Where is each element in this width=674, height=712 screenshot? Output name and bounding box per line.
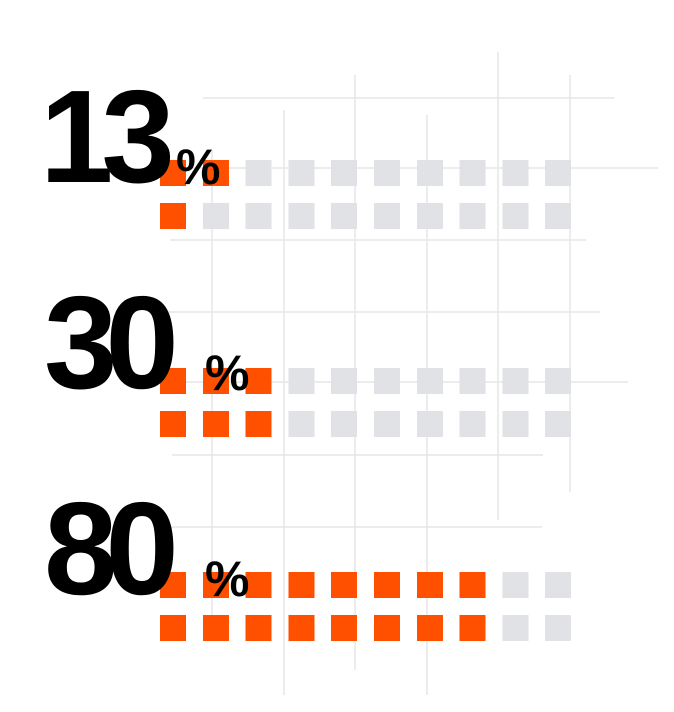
waffle-cell-80-13-filled bbox=[245, 615, 272, 641]
waffle-cell-30-17-empty bbox=[416, 411, 443, 437]
waffle-cell-30-18-empty bbox=[459, 411, 486, 437]
waffle-cell-30-7-empty bbox=[416, 368, 443, 394]
waffle-cell-80-7-filled bbox=[416, 572, 443, 598]
waffle-cell-13-10-empty bbox=[545, 160, 572, 186]
waffle-cell-80-6-filled bbox=[374, 572, 400, 598]
waffle-cell-13-6-empty bbox=[374, 160, 400, 186]
waffle-cell-13-15-empty bbox=[331, 203, 358, 229]
waffle-cell-80-4-filled bbox=[288, 572, 315, 598]
waffle-cell-13-12-empty bbox=[202, 203, 229, 229]
percentage-unit-80: % bbox=[205, 551, 249, 607]
waffle-cell-30-19-empty bbox=[502, 411, 529, 437]
waffle-cell-80-11-filled bbox=[160, 615, 186, 641]
waffle-cell-13-5-empty bbox=[331, 160, 358, 186]
waffle-cell-80-19-empty bbox=[502, 615, 529, 641]
waffle-cell-13-19-empty bbox=[502, 203, 529, 229]
waffle-cell-80-16-filled bbox=[374, 615, 400, 641]
waffle-cell-13-14-empty bbox=[288, 203, 315, 229]
waffle-cell-30-2-filled bbox=[202, 368, 229, 394]
waffle-cell-13-1-filled bbox=[160, 160, 186, 186]
waffle-cell-80-8-filled bbox=[459, 572, 486, 598]
waffle-cell-30-9-empty bbox=[502, 368, 529, 394]
waffle-cell-13-2-filled bbox=[202, 160, 229, 186]
waffle-cell-13-3-empty bbox=[245, 160, 272, 186]
waffle-cell-80-18-filled bbox=[459, 615, 486, 641]
percentage-labels: 13% 30% 80% bbox=[40, 63, 249, 622]
waffle-cell-13-9-empty bbox=[502, 160, 529, 186]
waffle-cell-80-2-filled bbox=[202, 572, 229, 598]
waffle-cell-13-8-empty bbox=[459, 160, 486, 186]
waffle-cell-30-13-filled bbox=[245, 411, 272, 437]
waffle-cell-30-12-filled bbox=[202, 411, 229, 437]
waffle-cell-13-18-empty bbox=[459, 203, 486, 229]
waffle-cell-80-14-filled bbox=[288, 615, 315, 641]
waffle-cell-80-10-empty bbox=[545, 572, 572, 598]
waffle-cell-30-4-empty bbox=[288, 368, 315, 394]
waffle-cell-80-9-empty bbox=[502, 572, 529, 598]
waffle-cell-13-4-empty bbox=[288, 160, 315, 186]
waffle-cell-30-20-empty bbox=[545, 411, 572, 437]
waffle-cell-80-5-filled bbox=[331, 572, 358, 598]
waffle-cell-80-20-empty bbox=[545, 615, 572, 641]
waffle-cell-30-5-empty bbox=[331, 368, 358, 394]
waffle-cell-13-16-empty bbox=[374, 203, 400, 229]
waffle-cell-80-1-filled bbox=[160, 572, 186, 598]
waffle-cell-30-3-filled bbox=[245, 368, 272, 394]
waffle-cell-30-11-filled bbox=[160, 411, 186, 437]
waffle-cell-30-6-empty bbox=[374, 368, 400, 394]
waffle-cell-30-16-empty bbox=[374, 411, 400, 437]
waffle-cell-30-15-empty bbox=[331, 411, 358, 437]
percentage-unit-30: % bbox=[205, 345, 249, 401]
waffle-cell-30-1-filled bbox=[160, 368, 186, 394]
waffle-cell-80-17-filled bbox=[416, 615, 443, 641]
waffle-cell-13-7-empty bbox=[416, 160, 443, 186]
waffle-cell-30-10-empty bbox=[545, 368, 572, 394]
waffle-cells bbox=[160, 160, 572, 641]
waffle-cell-80-3-filled bbox=[245, 572, 272, 598]
waffle-cell-80-15-filled bbox=[331, 615, 358, 641]
waffle-cell-30-14-empty bbox=[288, 411, 315, 437]
waffle-cell-30-8-empty bbox=[459, 368, 486, 394]
waffle-cell-13-11-filled bbox=[160, 203, 186, 229]
waffle-cell-80-12-filled bbox=[202, 615, 229, 641]
percentage-value-13: 13 bbox=[40, 63, 170, 210]
waffle-cell-13-17-empty bbox=[416, 203, 443, 229]
waffle-cell-13-20-empty bbox=[545, 203, 572, 229]
waffle-cell-13-13-empty bbox=[245, 203, 272, 229]
percentage-value-30: 30 bbox=[44, 269, 173, 416]
percentage-unit-13: % bbox=[176, 139, 220, 195]
percentage-value-80: 80 bbox=[44, 475, 173, 622]
